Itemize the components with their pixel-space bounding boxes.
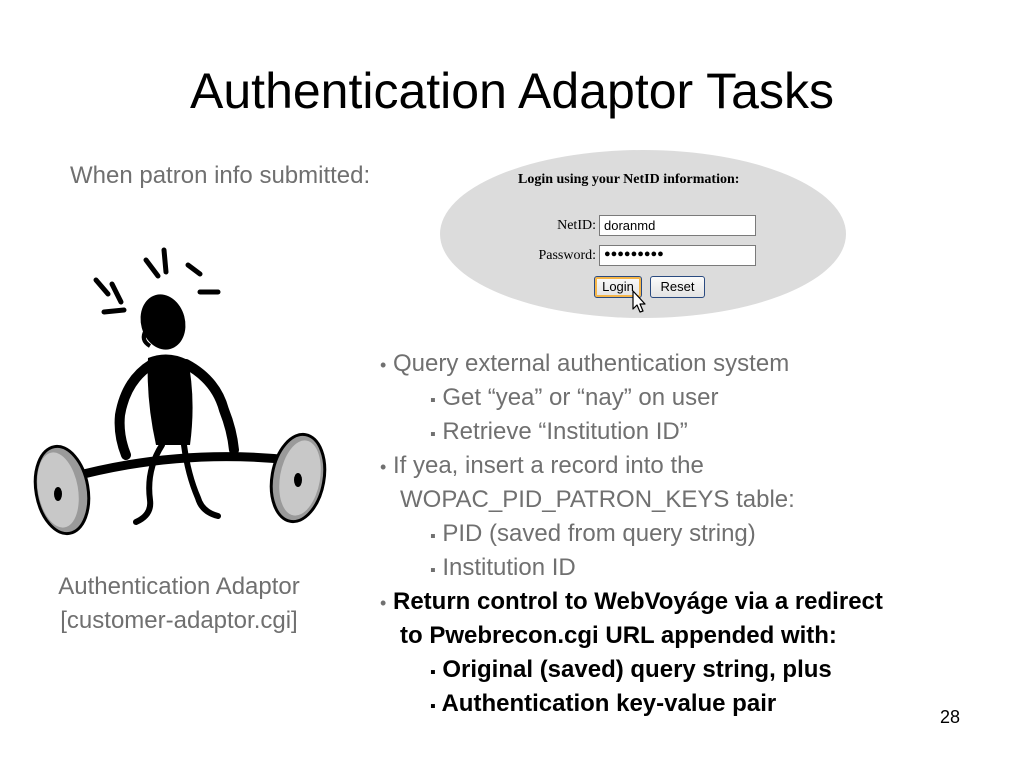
bullet-2-continuation: WOPAC_PID_PATRON_KEYS table: <box>400 486 795 514</box>
bullet-text: Authentication key-value pair <box>441 690 777 717</box>
bullet-marker: • <box>380 355 387 375</box>
bullet-2: • If yea, insert a record into the <box>380 452 704 480</box>
bullet-text: Institution ID <box>442 554 576 581</box>
bullet-text: Query external authentication system <box>392 350 790 377</box>
password-input[interactable]: ●●●●●●●●● <box>599 245 756 266</box>
page-number: 28 <box>940 707 961 727</box>
login-button[interactable]: Login <box>594 276 642 298</box>
mouse-cursor-icon <box>632 290 646 313</box>
reset-button[interactable]: Reset <box>650 276 705 298</box>
bullet-1-sub-2: ▪ Retrieve “Institution ID” <box>430 418 688 446</box>
intro-text: When patron info submitted: <box>70 162 371 189</box>
netid-input[interactable]: doranmd <box>599 215 756 236</box>
bullet-3: • Return control to WebVoyáge via a redi… <box>380 588 883 616</box>
bullet-text: WOPAC_PID_PATRON_KEYS table: <box>400 486 795 513</box>
bullet-text: Original (saved) query string, plus <box>442 656 832 683</box>
bullet-3-sub-1: ▪ Original (saved) query string, plus <box>430 656 832 684</box>
login-heading: Login using your NetID information: <box>518 172 740 187</box>
bullet-1: • Query external authentication system <box>380 350 789 378</box>
sub-bullet-marker: ▪ <box>430 528 436 545</box>
slide-title: Authentication Adaptor Tasks <box>190 63 834 119</box>
bullet-text: to Pwebrecon.cgi URL appended with: <box>400 622 837 649</box>
bullet-text: Return control to WebVoyáge via a redire… <box>392 588 883 615</box>
sub-bullet-marker: ▪ <box>430 426 436 443</box>
caption-line-2: [customer-adaptor.cgi] <box>60 607 298 634</box>
bullet-marker: • <box>380 593 387 613</box>
sub-bullet-marker: ▪ <box>430 562 436 579</box>
sub-bullet-marker: ▪ <box>430 664 436 681</box>
bullet-3-sub-2: ▪ Authentication key-value pair <box>430 690 776 718</box>
bullet-2-sub-1: ▪ PID (saved from query string) <box>430 520 756 548</box>
sub-bullet-marker: ▪ <box>430 698 436 715</box>
netid-label: NetID: <box>557 218 596 233</box>
bullet-text: PID (saved from query string) <box>442 520 756 547</box>
bullet-3-continuation: to Pwebrecon.cgi URL appended with: <box>400 622 837 650</box>
bullet-2-sub-2: ▪ Institution ID <box>430 554 576 582</box>
caption-line-1: Authentication Adaptor <box>58 573 300 600</box>
bullet-marker: • <box>380 457 387 477</box>
sub-bullet-marker: ▪ <box>430 392 436 409</box>
weightlifter-clipart <box>33 247 327 536</box>
bullet-1-sub-1: ▪ Get “yea” or “nay” on user <box>430 384 718 412</box>
bullet-text: If yea, insert a record into the <box>392 452 704 479</box>
bullet-text: Retrieve “Institution ID” <box>442 418 688 445</box>
password-label: Password: <box>538 248 596 263</box>
bullet-text: Get “yea” or “nay” on user <box>442 384 719 411</box>
